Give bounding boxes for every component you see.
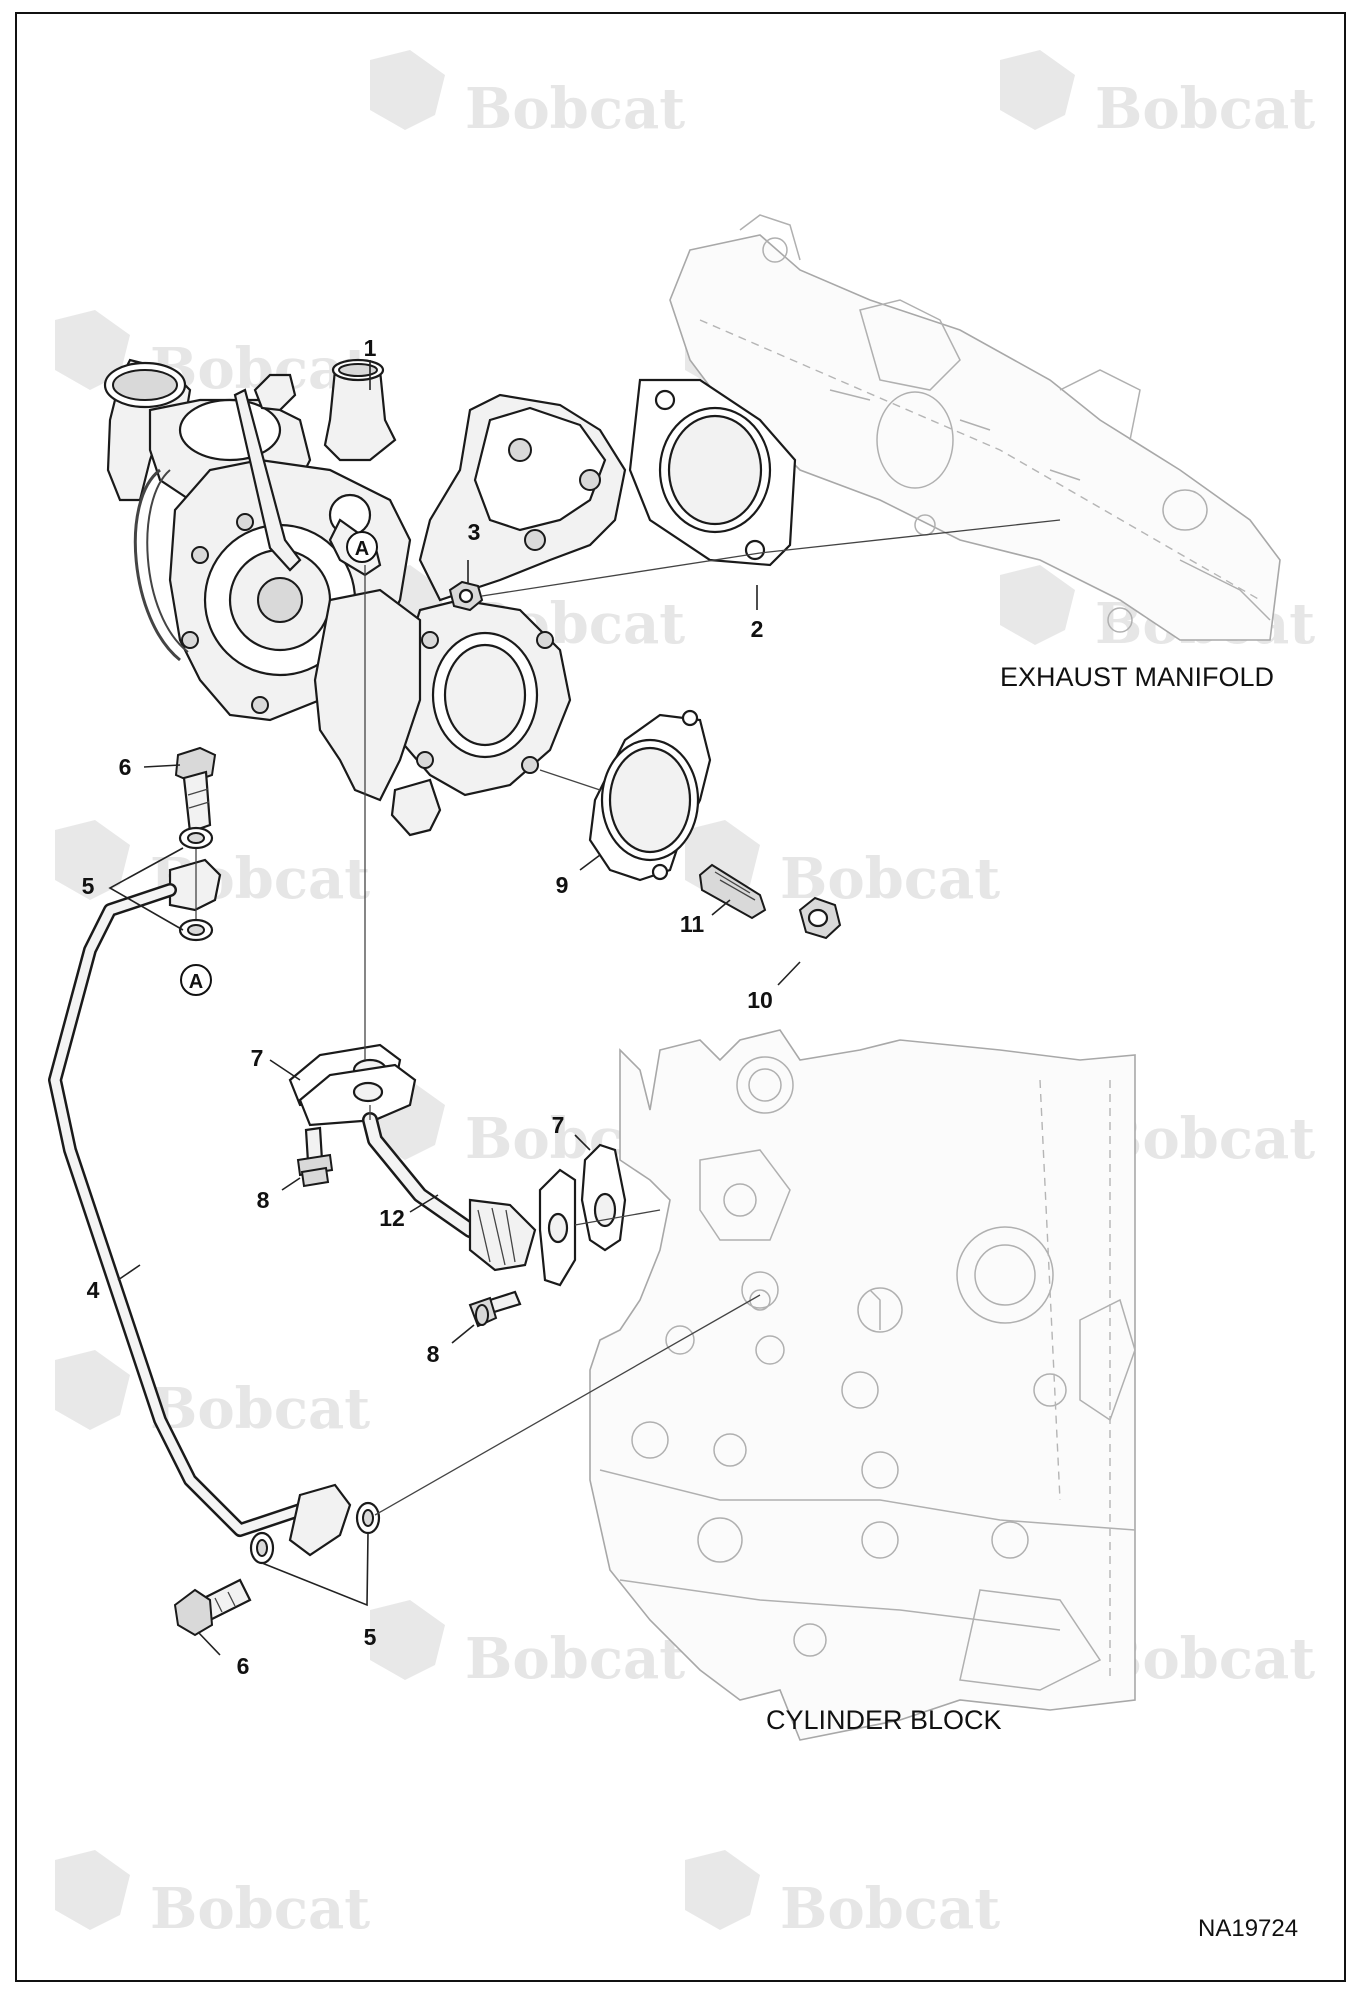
cylinder-block-label: CYLINDER BLOCK <box>766 1705 1002 1735</box>
bobcat-logo-icon <box>55 820 130 900</box>
oil-return-pipe-12 <box>298 1063 577 1287</box>
callout-2: 2 <box>751 616 764 642</box>
callout-8-upper: 8 <box>257 1187 270 1213</box>
reference-marker-label: A <box>189 971 203 993</box>
banjo-bolt-6-lower <box>173 1578 252 1637</box>
bobcat-logo-icon <box>55 1850 130 1930</box>
watermark-16: Bobcat <box>685 1850 1000 1942</box>
cylinder-block <box>589 1029 1136 1741</box>
alignment-lines <box>195 519 1061 1516</box>
bobcat-logo-icon <box>55 1350 130 1430</box>
bobcat-logo-icon <box>685 1850 760 1930</box>
callout-7-lower: 7 <box>552 1112 565 1138</box>
callout-10: 10 <box>747 987 773 1013</box>
watermark-1: Bobcat <box>370 50 685 142</box>
washers-5-lower <box>249 1501 381 1565</box>
bobcat-logo-icon <box>370 1600 445 1680</box>
exhaust-manifold-label: EXHAUST MANIFOLD <box>1000 662 1274 692</box>
watermark-text: Bobcat <box>465 1626 685 1692</box>
figure-id: NA19724 <box>1198 1915 1298 1942</box>
bobcat-logo-icon <box>370 50 445 130</box>
watermark-15: Bobcat <box>55 1850 370 1942</box>
nut-3 <box>448 580 484 612</box>
watermark-text: Bobcat <box>465 76 685 142</box>
leader-lines <box>108 360 801 1656</box>
watermark-2: Bobcat <box>1000 50 1315 142</box>
bolt-8-upper <box>296 1126 334 1188</box>
watermark-text: Bobcat <box>150 1876 370 1942</box>
callout-5-lower: 5 <box>364 1624 377 1650</box>
reference-marker-a-lower: A <box>180 964 212 996</box>
callout-9: 9 <box>556 872 569 898</box>
banjo-bolt-6-upper <box>174 746 217 834</box>
watermark-text: Bobcat <box>780 1876 1000 1942</box>
watermark-3: Bobcat <box>55 310 370 402</box>
callout-6-upper: 6 <box>119 754 132 780</box>
oil-feed-pipe-4 <box>48 858 352 1557</box>
bolt-8-lower <box>468 1290 522 1328</box>
nut-10 <box>798 896 842 940</box>
callouts: 1 2 3 4 5 5 6 6 7 7 8 8 9 10 11 12 <box>82 335 773 1679</box>
stud-11 <box>698 863 767 920</box>
callout-11: 11 <box>680 911 705 937</box>
gasket-9 <box>588 709 712 882</box>
bobcat-logo-icon <box>55 310 130 390</box>
gasket-2 <box>628 378 797 567</box>
callout-4: 4 <box>87 1277 100 1303</box>
callout-6-lower: 6 <box>237 1653 250 1679</box>
watermark-text: Bobcat <box>150 1376 370 1442</box>
reference-marker-a-upper: A <box>346 531 378 563</box>
washers-5-upper <box>178 826 214 942</box>
callout-5-upper: 5 <box>82 873 95 899</box>
reference-marker-label: A <box>355 538 369 560</box>
bobcat-logo-icon <box>1000 50 1075 130</box>
callout-12: 12 <box>379 1205 405 1231</box>
watermark-11: Bobcat <box>55 1350 370 1442</box>
callout-3: 3 <box>468 519 481 545</box>
gasket-7-lower <box>580 1143 627 1252</box>
watermark-13: Bobcat <box>370 1600 685 1692</box>
callout-8-lower: 8 <box>427 1341 440 1367</box>
callout-7-upper: 7 <box>251 1045 264 1071</box>
bobcat-logo-icon <box>1000 565 1075 645</box>
watermark-text: Bobcat <box>1095 76 1315 142</box>
callout-1: 1 <box>364 335 377 361</box>
